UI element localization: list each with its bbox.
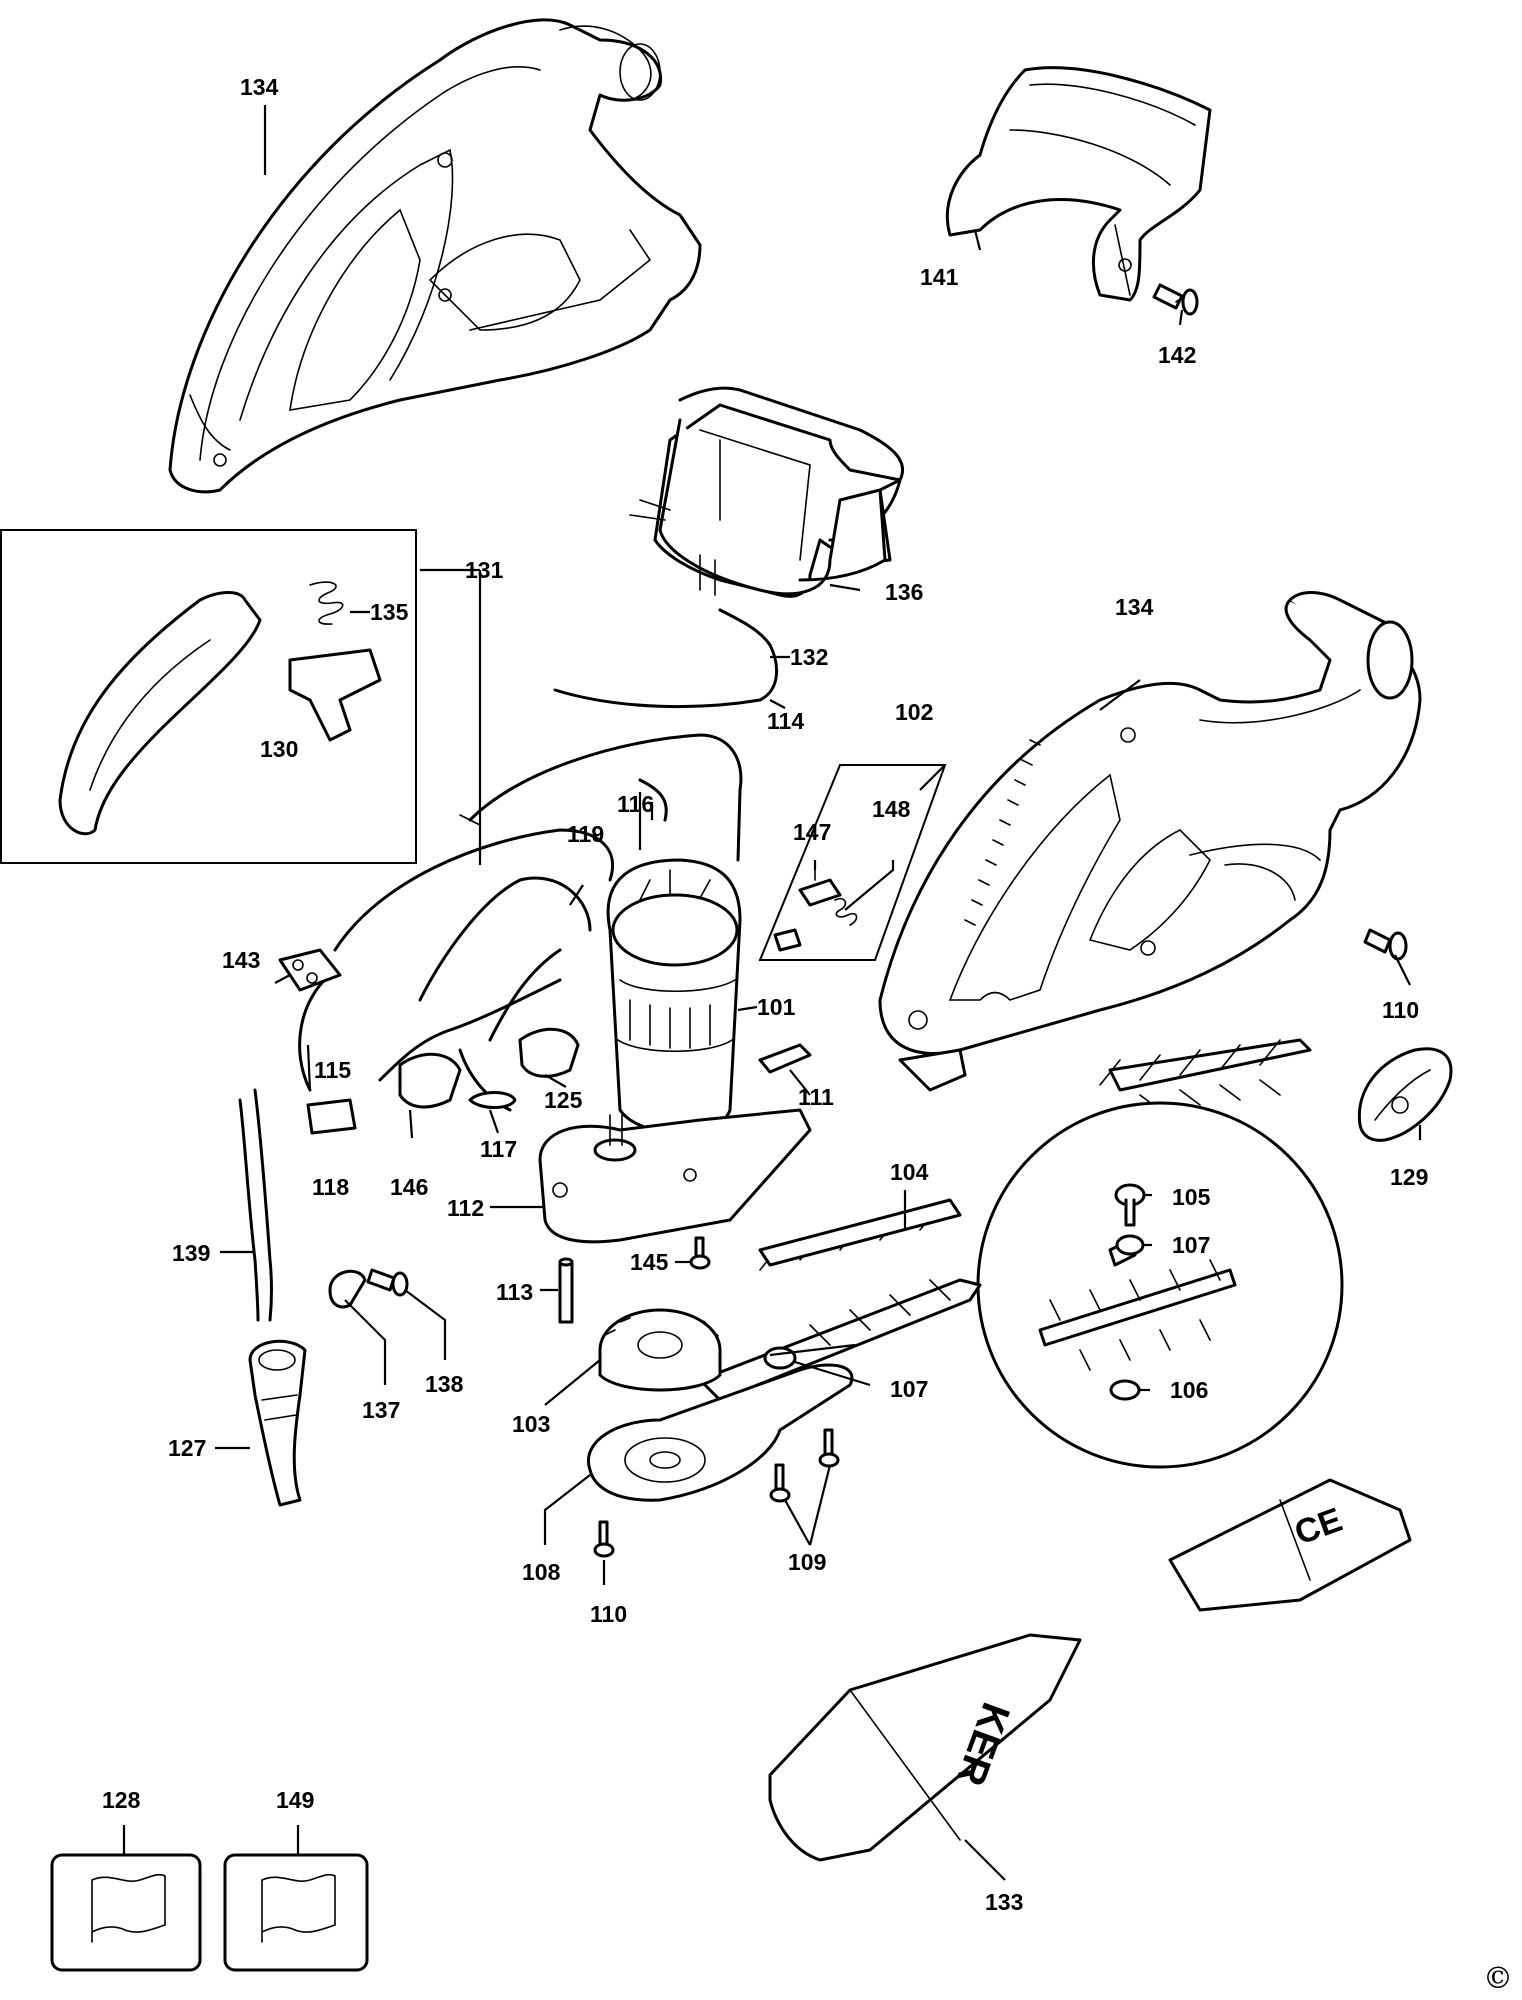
label-149: 149 bbox=[276, 1787, 314, 1813]
label-107-lower: 107 bbox=[890, 1376, 928, 1402]
label-127: 127 bbox=[168, 1435, 206, 1461]
gearbox-112 bbox=[538, 1108, 812, 1244]
label-118: 118 bbox=[312, 1174, 349, 1200]
blade-104 bbox=[698, 1198, 982, 1402]
housing-half-left bbox=[168, 18, 702, 494]
decal-133-lower: KER bbox=[768, 1633, 1082, 1862]
label-132: 132 bbox=[790, 644, 828, 670]
label-129: 129 bbox=[1390, 1164, 1428, 1190]
label-142: 142 bbox=[1158, 342, 1196, 368]
label-139: 139 bbox=[172, 1240, 210, 1266]
label-137: 137 bbox=[362, 1397, 400, 1423]
label-119: 119 bbox=[567, 821, 604, 847]
screw-142 bbox=[1152, 283, 1199, 316]
cord-boot-127 bbox=[248, 1339, 307, 1507]
spring-135 bbox=[309, 581, 344, 625]
leader-lines bbox=[122, 105, 1422, 1881]
label-135: 135 bbox=[370, 599, 409, 625]
label-103: 103 bbox=[512, 1411, 550, 1437]
label-133: 133 bbox=[985, 1889, 1023, 1915]
screws-109 bbox=[769, 1428, 840, 1503]
label-125: 125 bbox=[544, 1087, 583, 1113]
blade-right-upper bbox=[1099, 1038, 1312, 1111]
handle-housing-136 bbox=[629, 386, 904, 598]
wiring-harness bbox=[238, 733, 743, 1322]
screw-110-right bbox=[1363, 928, 1408, 961]
label-111: 111 bbox=[798, 1084, 834, 1110]
inset-box-131 bbox=[0, 529, 417, 864]
capacitor-118 bbox=[306, 1098, 357, 1135]
screw-145 bbox=[689, 1236, 711, 1270]
label-107-detail: 107 bbox=[1172, 1232, 1210, 1258]
motor-101 bbox=[606, 858, 742, 1134]
pin-113 bbox=[558, 1257, 574, 1324]
label-112: 112 bbox=[447, 1195, 484, 1221]
label-143: 143 bbox=[222, 947, 260, 973]
badge-129 bbox=[1357, 1047, 1453, 1142]
switch-146 bbox=[398, 1052, 462, 1109]
bracket-111 bbox=[758, 1043, 812, 1074]
label-105: 105 bbox=[1172, 1184, 1211, 1210]
label-134-right: 134 bbox=[1115, 594, 1154, 620]
label-141: 141 bbox=[920, 264, 959, 290]
clamp-137 bbox=[328, 1269, 367, 1309]
label-114: 114 bbox=[767, 708, 804, 734]
plate-108 bbox=[586, 1363, 854, 1502]
gear-103 bbox=[598, 1308, 722, 1392]
label-148: 148 bbox=[872, 796, 911, 822]
label-115: 115 bbox=[314, 1057, 351, 1083]
housing-half-right bbox=[878, 591, 1422, 1092]
clip-117 bbox=[468, 1091, 517, 1109]
label-101: 101 bbox=[757, 994, 796, 1020]
label-131: 131 bbox=[465, 557, 504, 583]
spring-wire-132 bbox=[553, 608, 779, 709]
manual-128 bbox=[50, 1853, 202, 1972]
label-147: 147 bbox=[793, 819, 831, 845]
guard-141 bbox=[945, 66, 1212, 302]
label-108: 108 bbox=[522, 1559, 561, 1585]
terminal-block-143 bbox=[278, 948, 342, 992]
label-106: 106 bbox=[1170, 1377, 1208, 1403]
label-130: 130 bbox=[260, 736, 298, 762]
manual-149 bbox=[223, 1853, 369, 1972]
switch-125 bbox=[518, 1027, 580, 1078]
label-109: 109 bbox=[788, 1549, 826, 1575]
screw-110-lower bbox=[593, 1520, 615, 1558]
label-146: 146 bbox=[390, 1174, 428, 1200]
copyright-mark: © bbox=[1483, 1961, 1513, 1996]
label-102: 102 bbox=[895, 699, 933, 725]
trigger-130 bbox=[288, 648, 382, 742]
label-145: 145 bbox=[630, 1249, 669, 1275]
label-134-top: 134 bbox=[240, 74, 279, 100]
label-136: 136 bbox=[885, 579, 923, 605]
lever-cover bbox=[58, 591, 262, 836]
label-116: 116 bbox=[617, 791, 654, 817]
part-labels: 134 141 142 131 135 130 136 132 134 114 … bbox=[102, 74, 1428, 1915]
label-138: 138 bbox=[425, 1371, 464, 1397]
label-104: 104 bbox=[890, 1159, 929, 1185]
washer-107-lower bbox=[763, 1346, 797, 1370]
label-117: 117 bbox=[480, 1136, 517, 1162]
label-110-right: 110 bbox=[1382, 997, 1419, 1023]
decal-133-upper: CE bbox=[1168, 1478, 1412, 1612]
detail-circle bbox=[976, 1101, 1344, 1469]
label-113: 113 bbox=[496, 1279, 533, 1305]
screw-138 bbox=[366, 1268, 409, 1297]
label-128: 128 bbox=[102, 1787, 141, 1813]
switch-kit-102 bbox=[758, 764, 947, 961]
label-110-lower: 110 bbox=[590, 1601, 627, 1627]
